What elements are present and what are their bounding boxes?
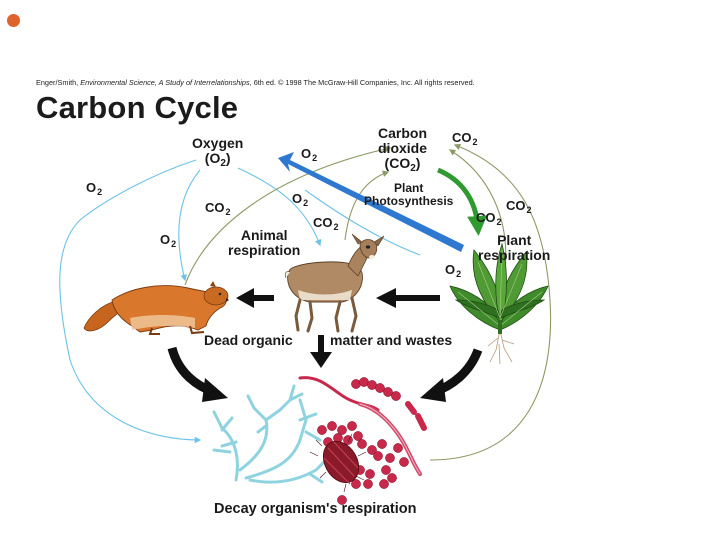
o2-plant-label: O2 — [445, 262, 461, 279]
matter-wastes-label: matter and wastes — [330, 333, 452, 348]
carbon-dioxide-node-label: Carbon dioxide (CO2) — [378, 126, 427, 176]
dead-organic-label: Dead organic — [204, 333, 293, 348]
decomposers-illustration — [214, 377, 424, 504]
bacteria-cocci — [317, 377, 408, 504]
photosynthesis-line2: Photosynthesis — [364, 195, 453, 208]
arrow-plant-to-deer — [376, 288, 440, 308]
coccus-cell — [343, 435, 352, 444]
o2-mid-label: O2 — [292, 191, 308, 208]
arrow-plant-to-decay-head — [420, 378, 446, 402]
co2-left-label: CO2 — [205, 200, 231, 217]
co2-label-line3: (CO2) — [378, 156, 427, 176]
animal-respiration-line1: Animal — [228, 228, 300, 243]
coccus-cell — [327, 421, 336, 430]
o2-arrow-left-down — [179, 170, 200, 280]
coccus-cell — [381, 465, 390, 474]
photosynthesis-label: Plant Photosynthesis — [364, 182, 453, 208]
oxygen-node-label: Oxygen (O2) — [192, 136, 243, 171]
deer-legs — [296, 298, 356, 331]
co2-label-line2: dioxide — [378, 141, 427, 156]
animal-respiration-label: Animal respiration — [228, 228, 300, 258]
coccus-cell — [387, 473, 396, 482]
co2-mid-label: CO2 — [313, 215, 339, 232]
coccus-cell — [365, 469, 374, 478]
cougar-illustration — [84, 281, 229, 334]
bacteria-rods — [408, 404, 424, 428]
plant-respiration-line2: respiration — [478, 248, 550, 263]
o2-left-label: O2 — [86, 180, 102, 197]
co2-top-label: CO2 — [452, 130, 478, 147]
arrow-down-dead-matter — [310, 335, 332, 368]
o2-band-label: O2 — [301, 146, 317, 163]
co2-right2-label: CO2 — [476, 210, 502, 227]
coccus-cell — [317, 425, 326, 434]
coccus-cell — [399, 457, 408, 466]
arrow-cougar-to-decay-head — [202, 378, 228, 402]
plant-roots — [488, 330, 514, 364]
coccus-cell — [347, 421, 356, 430]
coccus-cell — [393, 443, 402, 452]
coccus-cell — [357, 439, 366, 448]
coccus-cell — [379, 479, 388, 488]
decay-respiration-label: Decay organism's respiration — [214, 502, 417, 517]
animal-respiration-line2: respiration — [228, 243, 300, 258]
coccus-cell — [391, 391, 400, 400]
co2-label-line1: Carbon — [378, 126, 427, 141]
oxygen-label-line1: Oxygen — [192, 136, 243, 151]
o2-animal-label: O2 — [160, 232, 176, 249]
coccus-cell — [377, 439, 386, 448]
arrow-deer-to-cougar — [236, 288, 274, 308]
coccus-cell — [373, 451, 382, 460]
plant-respiration-label: Plant respiration — [478, 233, 550, 263]
coccus-cell — [351, 379, 360, 388]
plant-respiration-line1: Plant — [478, 233, 550, 248]
coccus-cell — [363, 479, 372, 488]
fungi-hyphae — [214, 386, 326, 482]
cougar-head — [204, 287, 228, 305]
oxygen-label-line2: (O2) — [192, 151, 243, 171]
coccus-cell — [385, 453, 394, 462]
co2-right1-label: CO2 — [506, 198, 532, 215]
